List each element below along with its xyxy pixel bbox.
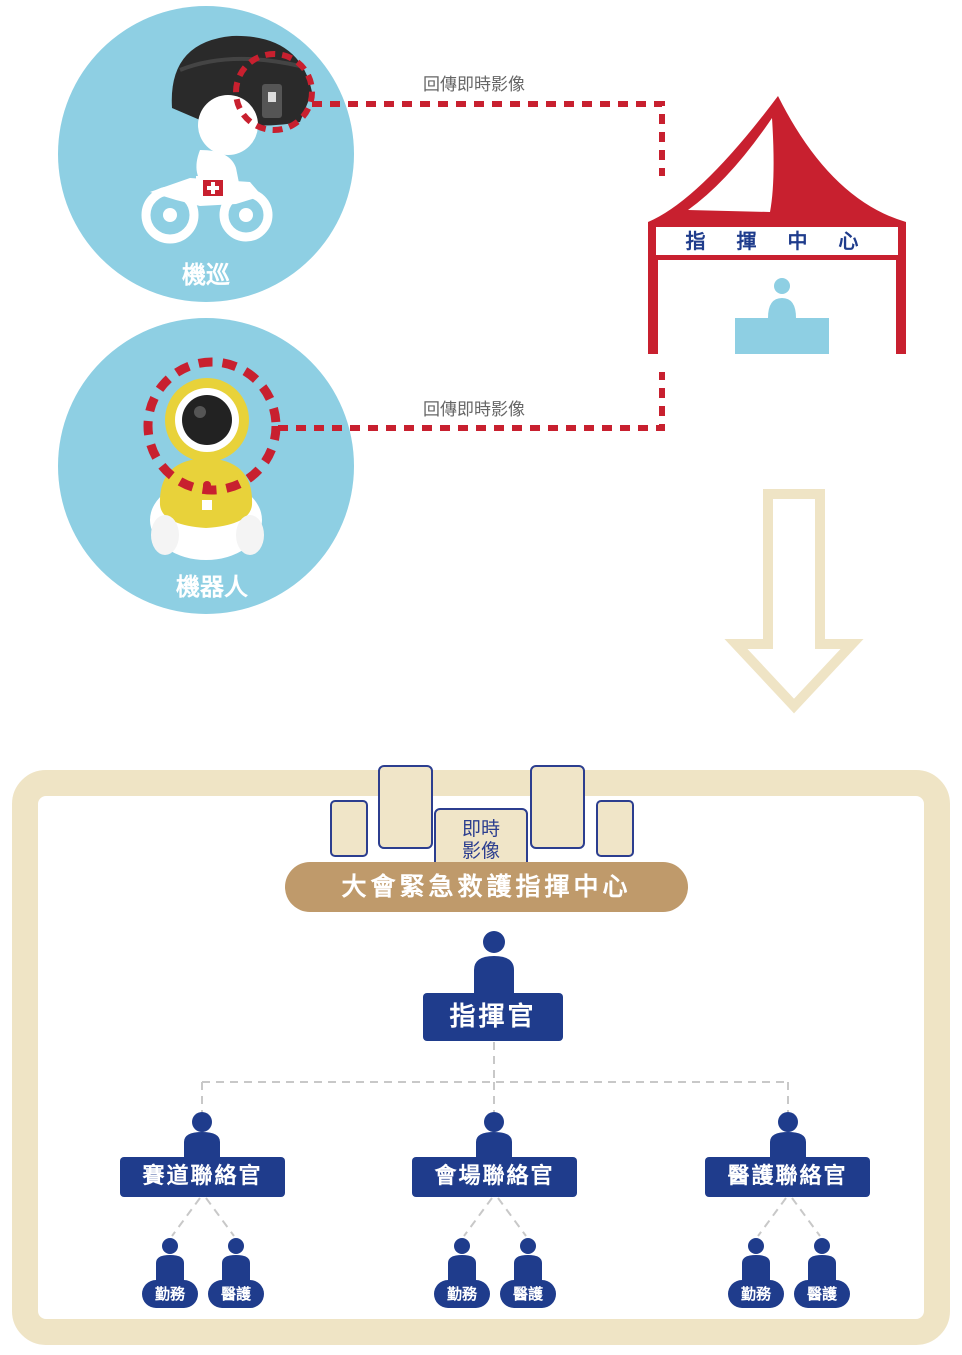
staff-medical-medical: 醫護 <box>794 1280 850 1308</box>
staff-medical-track: 醫護 <box>208 1280 264 1308</box>
helmet-icon <box>171 35 312 126</box>
hq-title: 大會緊急救護指揮中心 <box>285 862 688 912</box>
command-tent-icon <box>648 96 906 354</box>
motorcycle-icon <box>141 176 273 244</box>
staff-duty-track: 勤務 <box>142 1280 198 1308</box>
staff-duty-venue: 勤務 <box>434 1280 490 1308</box>
officer-box-venue: 會場聯絡官 <box>412 1157 577 1197</box>
live-feed-label-line2: 影像 <box>461 840 500 862</box>
org-chart-frame <box>12 770 950 1345</box>
staff-duty-medical: 勤務 <box>728 1280 784 1308</box>
person-icons <box>156 931 836 1280</box>
flow-label-robot: 回傳即時影像 <box>423 400 525 420</box>
patrol-label: 機巡 <box>182 261 230 289</box>
top-illustration <box>141 35 906 714</box>
officer-box-track: 賽道聯絡官 <box>120 1157 285 1197</box>
commander-box: 指揮官 <box>423 993 563 1041</box>
tent-sign: 指 揮 中 心 <box>685 229 871 253</box>
staff-medical-venue: 醫護 <box>500 1280 556 1308</box>
live-feed-label-line1: 即時 <box>461 818 500 840</box>
device-icons <box>330 765 634 857</box>
flow-label-patrol: 回傳即時影像 <box>423 75 525 95</box>
robot-label: 機器人 <box>176 573 248 601</box>
down-arrow-icon <box>724 489 864 714</box>
officer-box-medical: 醫護聯絡官 <box>705 1157 870 1197</box>
live-feed-box: 即時 影像 <box>434 808 528 870</box>
